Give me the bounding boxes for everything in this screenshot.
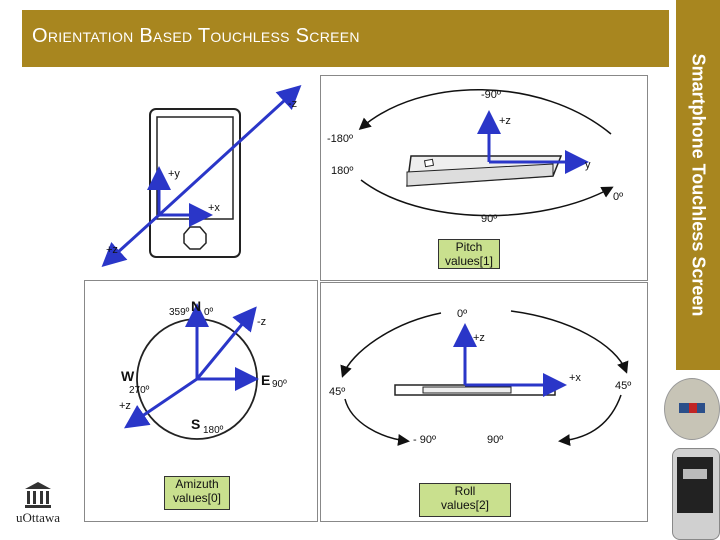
device-minus-z-label: -z <box>288 98 297 110</box>
roll-bottom-right-label: 90º <box>487 434 503 446</box>
roll-label-box: Roll values[2] <box>419 483 511 517</box>
roll-right-label: 45º <box>615 380 631 392</box>
side-title-bar: Smartphone Touchless Screen <box>676 0 720 370</box>
smartphone-image <box>672 448 720 540</box>
roll-diagram: 0º +z +x 45º 45º - 90º 90º <box>329 308 631 447</box>
pitch-right-label: 0º <box>613 191 623 203</box>
pitch-axis-z-label: +z <box>499 115 511 127</box>
gadget-image <box>664 378 720 440</box>
phone-home-button <box>183 226 207 250</box>
pitch-label-line2: values[1] <box>444 254 494 268</box>
compass-east: E <box>261 372 270 388</box>
building-icon <box>25 482 51 508</box>
azimuth-diagram: N 359º 0º E 90º W 270º S 180º -z +z <box>119 298 287 440</box>
pitch-top-label: -90º <box>481 89 501 101</box>
compass-west-deg: 270º <box>129 385 150 396</box>
slide-title: Orientation Based Touchless Screen <box>32 25 360 47</box>
roll-bottom-left-label: - 90º <box>413 434 436 446</box>
azimuth-label-line2: values[0] <box>172 491 222 505</box>
compass-north: N <box>191 298 201 314</box>
pitch-label-line1: Pitch <box>455 240 483 254</box>
roll-axis-z-label: +z <box>473 332 485 344</box>
compass-north-deg-right: 0º <box>204 307 214 318</box>
device-axes-diagram: -z +y +x +z <box>101 84 302 268</box>
roll-label-line1: Roll <box>454 484 476 498</box>
pitch-left-top-label: -180º <box>327 133 353 145</box>
azimuth-panel: N 359º 0º E 90º W 270º S 180º -z +z Amiz… <box>84 280 318 522</box>
pitch-axis-y-label: y <box>585 159 591 171</box>
pitch-left-bottom-label: 180º <box>331 165 353 177</box>
compass-north-deg-left: 359º <box>169 307 190 318</box>
side-title: Smartphone Touchless Screen <box>688 53 709 317</box>
device-plus-x-label: +x <box>208 202 220 214</box>
azimuth-label-box: Amizuth values[0] <box>164 476 230 510</box>
compass-south: S <box>191 416 200 432</box>
compass-east-deg: 90º <box>272 379 287 390</box>
azimuth-label-line1: Amizuth <box>175 477 219 491</box>
university-logo: uOttawa <box>8 480 68 526</box>
pitch-diagram: -90º -180º 180º 0º 90º +z y <box>327 89 623 225</box>
roll-panel: 0º +z +x 45º 45º - 90º 90º Roll values[2… <box>320 282 648 522</box>
compass-south-deg: 180º <box>203 425 224 436</box>
roll-top-label: 0º <box>457 308 467 320</box>
compass-west: W <box>121 368 135 384</box>
roll-left-label: 45º <box>329 386 345 398</box>
pitch-panel: -90º -180º 180º 0º 90º +z y Pitch values… <box>320 75 648 281</box>
pitch-bottom-label: 90º <box>481 213 497 225</box>
azimuth-plus-z-label: +z <box>119 400 131 412</box>
title-bar: Orientation Based Touchless Screen <box>22 10 669 67</box>
pitch-label-box: Pitch values[1] <box>438 239 500 269</box>
logo-text: uOttawa <box>15 510 61 525</box>
roll-axis-x-label: +x <box>569 372 581 384</box>
device-plus-z-label: +z <box>106 244 118 256</box>
device-plus-y-label: +y <box>168 168 180 180</box>
roll-label-line2: values[2] <box>440 498 490 512</box>
device-axes-panel: -z +y +x +z <box>82 77 318 277</box>
azimuth-minus-z-label: -z <box>257 316 266 328</box>
